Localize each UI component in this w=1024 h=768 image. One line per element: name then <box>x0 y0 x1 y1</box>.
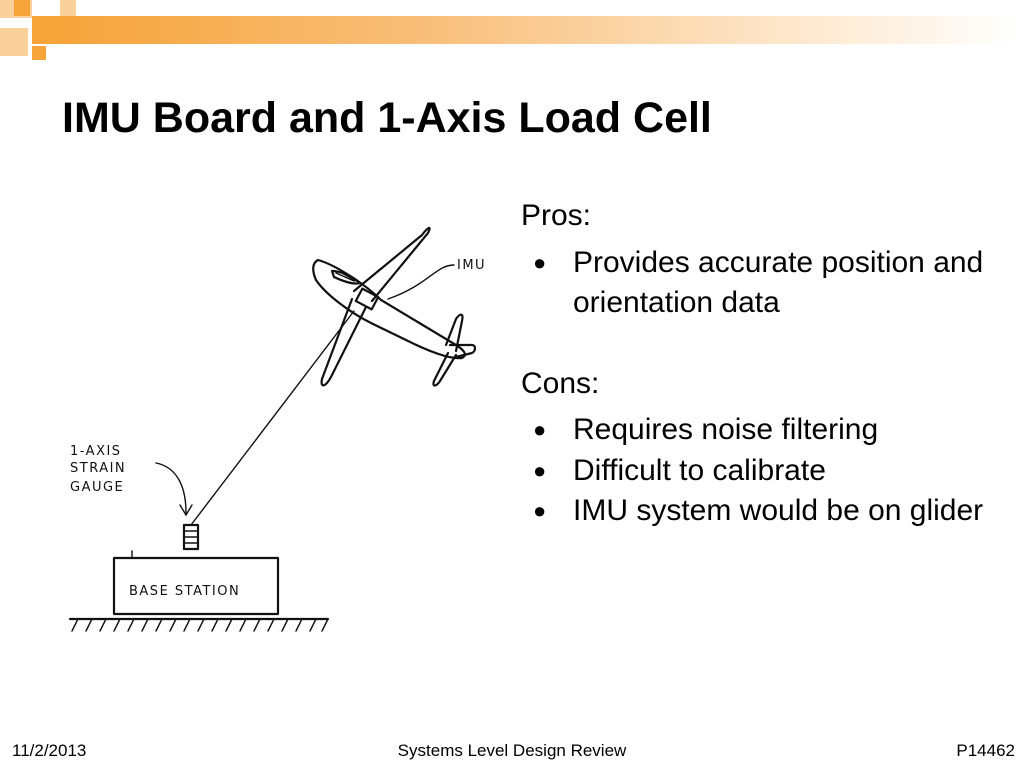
corner-square-6 <box>32 46 46 60</box>
cons-item: ● Requires noise filtering <box>521 410 1001 451</box>
cons-item: ● Difficult to calibrate <box>521 451 1001 492</box>
bullet-icon: ● <box>533 457 547 483</box>
cons-item-text: IMU system would be on glider <box>573 494 984 527</box>
ground-hatching <box>71 618 329 632</box>
footer-date: 11/2/2013 <box>12 741 87 760</box>
corner-square-4 <box>60 0 76 16</box>
pros-item-text: Provides accurate position and orientati… <box>573 245 984 320</box>
cons-list: ● Requires noise filtering ● Difficult t… <box>521 410 1001 532</box>
bullet-icon: ● <box>533 249 547 275</box>
pros-item: ● Provides accurate position and orienta… <box>521 243 1001 324</box>
bullet-icon: ● <box>533 498 547 523</box>
gauge-label-line-1: 1-AXIS <box>70 444 122 459</box>
imu-leader <box>387 264 455 300</box>
gauge-label-line-2: STRAIN <box>70 461 126 476</box>
slide-title: IMU Board and 1-Axis Load Cell <box>62 94 712 142</box>
bullet-icon: ● <box>533 417 547 442</box>
corner-square-2 <box>14 0 30 16</box>
pros-list: ● Provides accurate position and orienta… <box>521 243 1001 324</box>
base-station-box <box>112 556 280 616</box>
cons-item: ● IMU system would be on glider <box>521 491 1001 532</box>
glider-drawing <box>312 226 477 387</box>
footer-title: Systems Level Design Review <box>397 741 627 760</box>
cons-item-text: Requires noise filtering <box>573 413 879 446</box>
pros-heading: Pros: <box>521 199 592 232</box>
base-station-label: BASE STATION <box>129 584 240 599</box>
pros-cons-panel: Pros: ● Provides accurate position and o… <box>521 196 1001 532</box>
cons-heading: Cons: <box>521 366 600 400</box>
glider-sketch: IMU 1-AXIS STRAIN GAUGE BASE STATION <box>68 226 486 632</box>
corner-square-3 <box>32 16 60 44</box>
header-gradient-bar <box>58 16 1018 44</box>
cons-item-text: Difficult to calibrate <box>573 453 826 487</box>
gauge-label-line-3: GAUGE <box>70 480 124 495</box>
tether-line <box>190 310 355 526</box>
gauge-arrow <box>155 462 187 514</box>
footer-project-code: P14462 <box>956 741 1015 760</box>
imu-label: IMU <box>457 258 486 273</box>
corner-square-5 <box>0 28 28 56</box>
